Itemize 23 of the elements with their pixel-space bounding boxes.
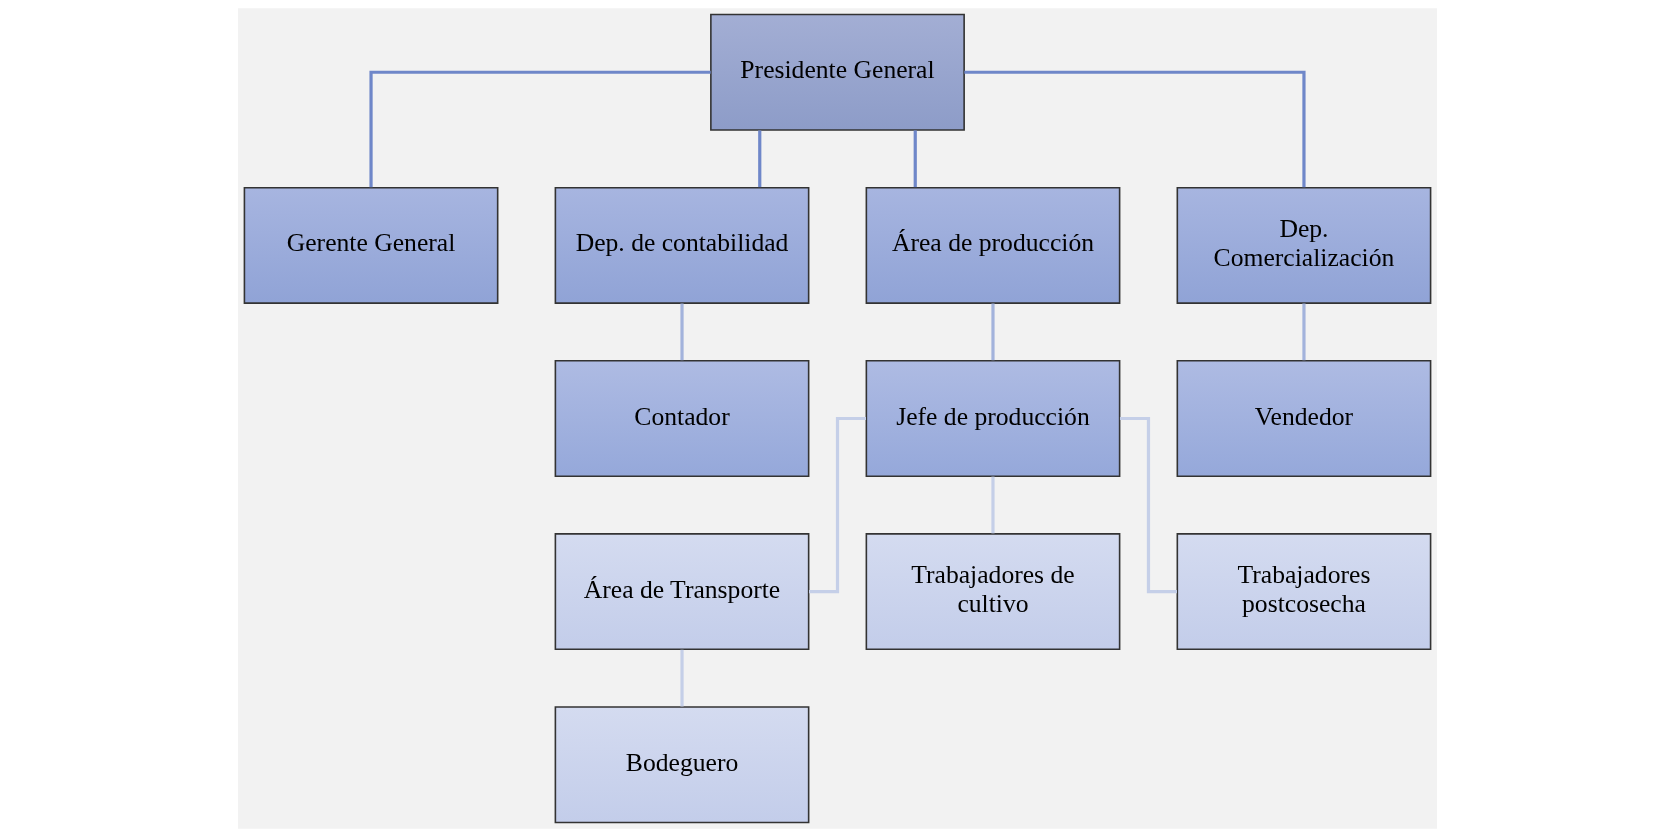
connector bbox=[809, 416, 866, 594]
connector bbox=[369, 70, 711, 188]
node-box: Trabajadores postcosecha bbox=[1176, 533, 1432, 651]
node-box: Trabajadores de cultivo bbox=[865, 533, 1121, 651]
node-box: Jefe de producción bbox=[865, 360, 1121, 477]
connector bbox=[964, 70, 1306, 188]
node-box: Gerente General bbox=[243, 186, 499, 304]
connector bbox=[680, 303, 684, 361]
connector bbox=[680, 649, 684, 707]
node-box: Presidente General bbox=[710, 13, 965, 131]
node-box: Contador bbox=[554, 360, 810, 477]
connector bbox=[1119, 416, 1177, 594]
connector bbox=[1302, 303, 1306, 361]
node-box: Vendedor bbox=[1176, 360, 1432, 477]
connector bbox=[758, 130, 762, 188]
connector bbox=[991, 303, 995, 361]
connector bbox=[913, 130, 917, 188]
node-box: Área de Transporte bbox=[554, 533, 810, 651]
node-box: Dep. de contabilidad bbox=[554, 186, 810, 304]
node-box: Bodeguero bbox=[554, 706, 810, 824]
node-box: Dep. Comercialización bbox=[1176, 186, 1432, 304]
connector bbox=[991, 476, 995, 534]
node-box: Área de producción bbox=[865, 186, 1121, 304]
